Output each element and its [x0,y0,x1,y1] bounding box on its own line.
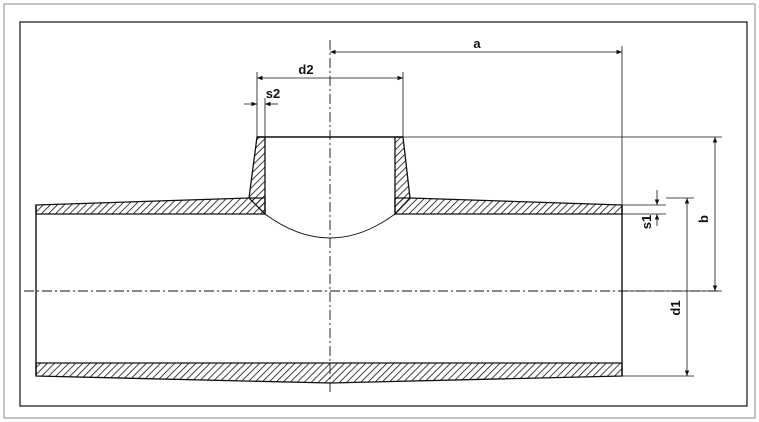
dimension-a: a [330,36,623,205]
dimension-d1-label: d1 [668,300,683,315]
dimension-d2: d2 [256,62,404,137]
drawing-inner-frame [19,21,748,407]
dimension-b-label: b [696,215,711,223]
dimension-d2-label: d2 [298,62,313,77]
dimension-s2-label: s2 [266,86,280,101]
dimension-s1-label: s1 [639,215,654,229]
dimension-b: b [403,136,722,292]
dimension-s2: s2 [244,86,280,137]
dimension-s1: s1 [622,190,666,229]
dimension-d1: d1 [622,197,694,377]
branch-intersection-curve [264,213,396,239]
dimension-a-label: a [473,36,481,51]
